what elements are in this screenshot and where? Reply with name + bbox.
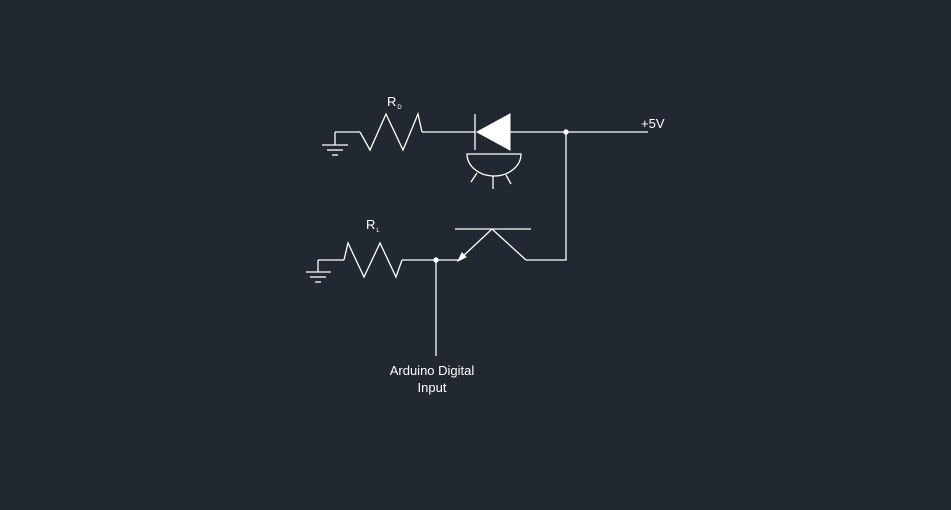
label-rd-sub: D [397,105,402,111]
led-photodiode [466,113,522,189]
label-rl: RL [366,217,380,234]
label-rl-main: R [366,217,375,232]
ground-symbol-bottom [306,260,331,283]
phototransistor [455,228,531,263]
label-rl-sub: L [376,228,380,234]
resistor-rl [343,241,403,279]
label-rd-main: R [387,94,396,109]
label-output-line1: Arduino Digital [390,363,475,378]
resistor-rd [359,111,423,152]
label-supply: +5V [641,116,665,131]
label-rd: RD [387,94,402,111]
ground-symbol-top [322,132,348,156]
wire-supply-to-collector [526,132,567,261]
label-output-line2: Input [418,380,447,395]
